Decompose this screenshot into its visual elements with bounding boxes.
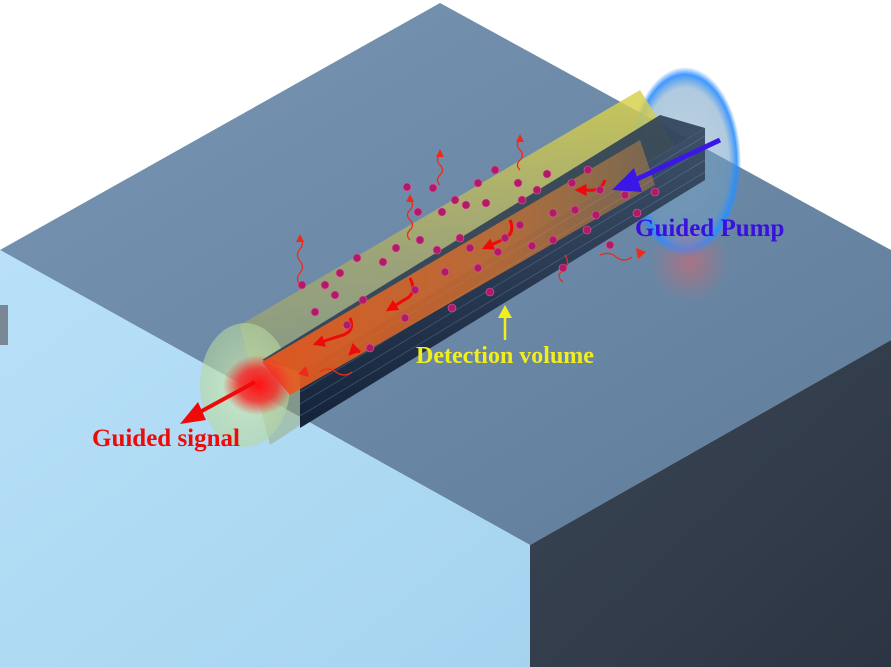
pump-arrow-icon (612, 137, 722, 192)
detection-label: Detection volume (416, 343, 594, 369)
substrate-front-face (0, 250, 530, 667)
left-edge-tab (0, 305, 8, 345)
pump-label: Guided Pump (635, 215, 784, 242)
particles (297, 165, 660, 353)
emission-arrowheads (296, 134, 646, 377)
guided-light (262, 140, 655, 395)
detection-pointer-icon (498, 305, 512, 340)
pump-reflection (650, 222, 730, 302)
substrate-side-face (530, 340, 891, 667)
output-beam-spot (223, 355, 293, 415)
signal-arrow-icon (180, 380, 256, 424)
signal-label: Guided signal (92, 425, 240, 452)
